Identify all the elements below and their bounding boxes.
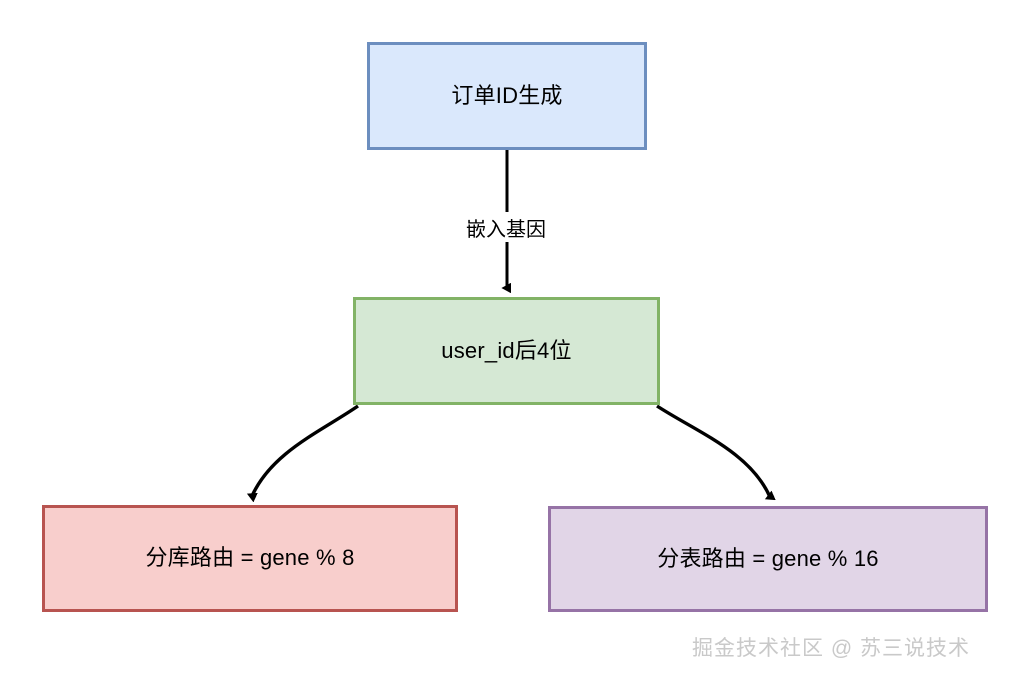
edge-label-embed-gene: 嵌入基因 xyxy=(452,212,560,242)
node-order-id-generation-label: 订单ID生成 xyxy=(451,82,563,108)
watermark: 掘金技术社区 @ 苏三说技术 xyxy=(692,637,970,660)
node-user-id-last-4-digits[interactable]: user_id后4位 xyxy=(353,297,660,405)
edge-user-id-gene-to-db-route xyxy=(252,404,359,496)
node-database-route-label: 分库路由 = gene % 8 xyxy=(145,545,355,571)
node-table-route[interactable]: 分表路由 = gene % 16 xyxy=(548,506,988,612)
edge-label-embed-gene-text: 嵌入基因 xyxy=(466,218,546,241)
edge-user-id-gene-to-table-route xyxy=(656,404,770,497)
node-order-id-generation[interactable]: 订单ID生成 xyxy=(367,42,647,150)
node-user-id-last-4-digits-label: user_id后4位 xyxy=(441,337,572,363)
node-table-route-label: 分表路由 = gene % 16 xyxy=(657,545,879,571)
node-database-route[interactable]: 分库路由 = gene % 8 xyxy=(42,505,458,612)
